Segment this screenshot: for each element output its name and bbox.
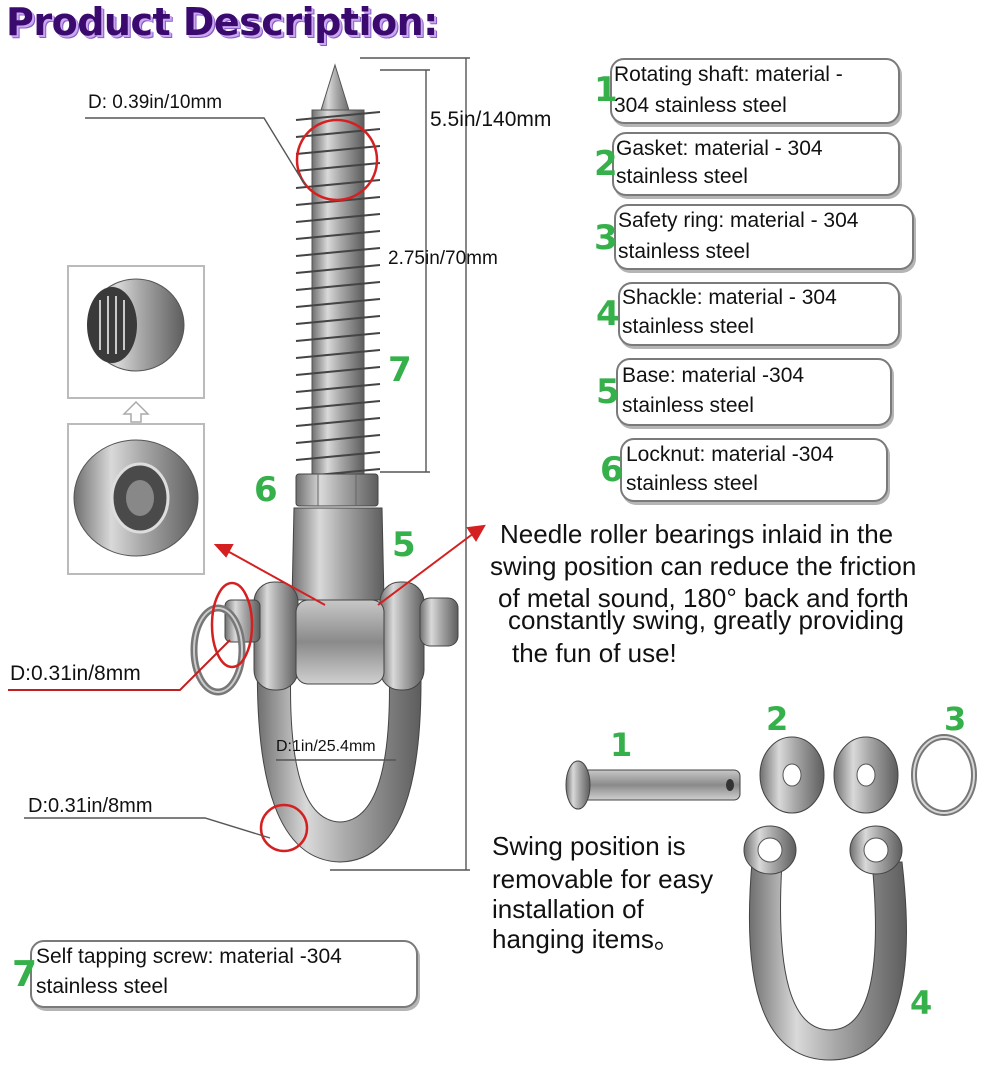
part-label-line2: stainless steel bbox=[626, 472, 758, 495]
shackle-bar-diameter-label: D:0.31in/8mm bbox=[28, 795, 153, 817]
screw-thread bbox=[295, 400, 381, 410]
screw-thread bbox=[295, 434, 381, 444]
screw-thread bbox=[295, 179, 381, 189]
part-label-line1: Self tapping screw: material -304 bbox=[36, 945, 342, 968]
screw-diameter-label: D: 0.39in/10mm bbox=[88, 92, 223, 113]
part-number: 2 bbox=[594, 144, 618, 184]
pin-diameter-label: D:0.31in/8mm bbox=[10, 662, 141, 685]
part-number: 7 bbox=[12, 954, 38, 995]
bearing-text-line: Needle roller bearings inlaid in the bbox=[500, 519, 894, 549]
part-number: 3 bbox=[594, 218, 618, 258]
part-box-6 bbox=[620, 438, 888, 502]
part-label-line1: Base: material -304 bbox=[622, 364, 805, 387]
callout-screw: 7 bbox=[388, 350, 412, 390]
callout-base: 5 bbox=[392, 525, 416, 565]
part-box-7 bbox=[30, 940, 418, 1008]
part-label-line2: stainless steel bbox=[622, 315, 754, 338]
screw-thread bbox=[295, 247, 381, 257]
part-label-line1: Gasket: material - 304 bbox=[616, 137, 823, 160]
part-label-line1: Rotating shaft: material - bbox=[614, 63, 843, 86]
bearing-text-line: constantly swing, greatly providing bbox=[508, 605, 904, 635]
exploded-label-shackle: 4 bbox=[910, 984, 933, 1022]
shackle-inner-diameter-label: D:1in/25.4mm bbox=[276, 738, 376, 755]
part-box-2 bbox=[612, 132, 900, 196]
exploded-label-pin: 1 bbox=[610, 726, 633, 764]
part-box-4 bbox=[618, 282, 900, 346]
exploded-label-washer: 2 bbox=[766, 700, 789, 738]
part-box-1 bbox=[610, 58, 900, 124]
pin-highlight-circle bbox=[210, 581, 254, 669]
exploded-label-ring: 3 bbox=[944, 700, 967, 738]
part-label-line2: stainless steel bbox=[36, 975, 168, 998]
part-number: 4 bbox=[596, 294, 620, 334]
part-label-line1: Locknut: material -304 bbox=[626, 443, 834, 466]
part-box-5 bbox=[616, 358, 892, 426]
part-number: 5 bbox=[596, 372, 620, 412]
screw-thread bbox=[295, 145, 381, 155]
screw-thread bbox=[295, 315, 381, 325]
part-label-line2: stainless steel bbox=[622, 394, 754, 417]
screw-thread bbox=[295, 349, 381, 359]
shackle-highlight-circle bbox=[259, 803, 309, 853]
part-box-3 bbox=[614, 204, 914, 270]
removable-text-line: hanging items。 bbox=[492, 924, 680, 954]
screw-thread bbox=[295, 128, 381, 138]
screw-thread bbox=[295, 264, 381, 274]
total-length-label: 5.5in/140mm bbox=[430, 108, 552, 131]
screw-thread bbox=[295, 417, 381, 427]
bearing-text-line: swing position can reduce the friction bbox=[490, 551, 917, 581]
screw-thread bbox=[295, 230, 381, 240]
removable-text-line: installation of bbox=[492, 894, 644, 924]
screw-thread bbox=[295, 451, 381, 461]
part-number: 1 bbox=[594, 70, 618, 110]
removable-text-line: Swing position is bbox=[492, 831, 686, 861]
page-title: Product Description: bbox=[6, 0, 438, 44]
thread-length-label: 2.75in/70mm bbox=[388, 248, 498, 269]
screw-thread bbox=[295, 213, 381, 223]
screw-thread bbox=[295, 332, 381, 342]
bearing-text-line: the fun of use! bbox=[512, 638, 677, 668]
screw-thread bbox=[295, 162, 381, 172]
bearing-text-line: of metal sound, 180° back and forth bbox=[498, 583, 909, 613]
part-label-line2: 304 stainless steel bbox=[614, 94, 787, 117]
thread-highlight-circle bbox=[295, 118, 379, 202]
part-label-line2: stainless steel bbox=[616, 165, 748, 188]
removable-text-line: removable for easy bbox=[492, 864, 714, 894]
part-number: 6 bbox=[600, 450, 624, 490]
screw-thread bbox=[295, 366, 381, 376]
screw-thread bbox=[295, 383, 381, 393]
screw-thread bbox=[295, 281, 381, 291]
screw-thread bbox=[295, 111, 381, 121]
part-label-line2: stainless steel bbox=[618, 240, 750, 263]
part-label-line1: Safety ring: material - 304 bbox=[618, 209, 859, 232]
part-label-line1: Shackle: material - 304 bbox=[622, 286, 837, 309]
screw-thread bbox=[295, 298, 381, 308]
callout-locknut: 6 bbox=[254, 470, 278, 510]
